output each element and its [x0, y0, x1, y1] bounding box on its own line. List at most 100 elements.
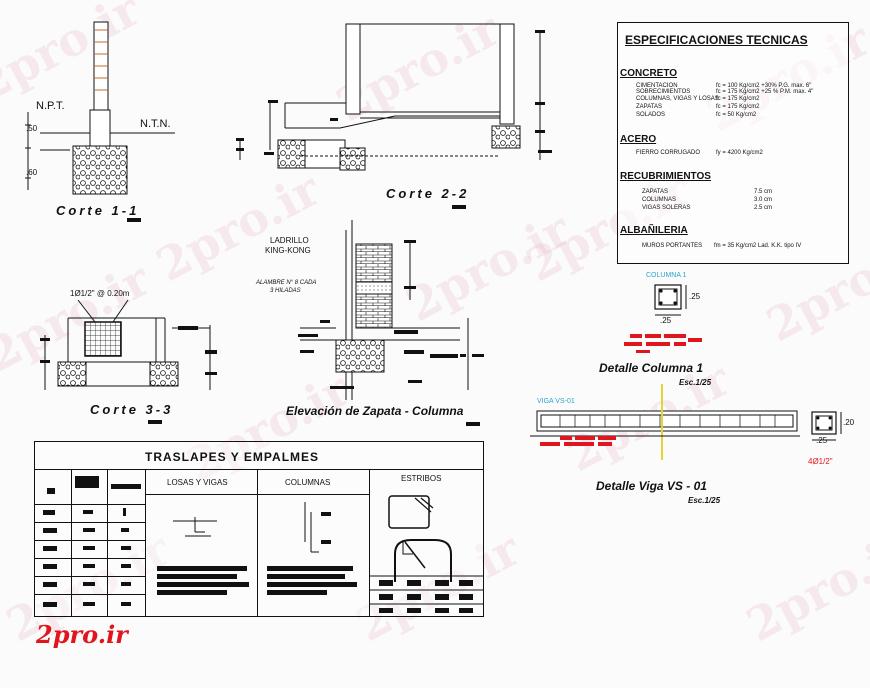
concreto-value: fc = 175 Kg/cm2 [716, 104, 760, 110]
redacted-cell [43, 602, 57, 607]
redacted-cell [43, 510, 55, 515]
redacted-cell [435, 608, 449, 613]
redacted-cell [121, 546, 131, 550]
redacted-cell [407, 608, 421, 613]
table-divider [145, 469, 146, 616]
table-divider [35, 558, 145, 559]
redacted-cell [459, 608, 473, 613]
corte-2-2-title: Corte 2-2 [386, 186, 470, 201]
table-divider [145, 494, 369, 495]
albanileria-value: fm = 35 Kg/cm2 Lad. K.K. tipo IV [714, 243, 802, 249]
acero-heading: ACERO [620, 134, 657, 145]
acero-label: FIERRO CORRUGADO [636, 150, 701, 156]
columna-tag: COLUMNA 1 [646, 272, 687, 279]
redacted-cell [407, 580, 421, 586]
ladrillo-label: LADRILLO [270, 236, 309, 245]
redacted-cell [379, 608, 393, 613]
table-divider [71, 469, 72, 616]
redacted-cell [121, 602, 131, 606]
redacted-cell [459, 594, 473, 600]
concreto-label: SOLADOS [636, 112, 666, 118]
elevacion-zapata-drawing [298, 220, 484, 426]
redacted-cell [83, 546, 95, 550]
redacted-cell [123, 508, 126, 516]
redacted-cell [111, 484, 141, 489]
redacted-cell [43, 546, 57, 551]
redacted-cell [435, 580, 449, 586]
table-divider [35, 504, 145, 505]
concreto-value: fc = 175 Kg/cm2 +25 % P.M. max. 4" [716, 89, 814, 95]
redacted-cell [83, 564, 95, 568]
columna-scale: Esc.1/25 [679, 378, 712, 387]
npt-label: N.P.T. [36, 100, 65, 112]
albanileria-label: MUROS PORTANTES [642, 243, 703, 249]
ntn-label: N.T.N. [140, 118, 171, 130]
redacted-cell [83, 510, 93, 514]
redacted-cell [75, 476, 99, 488]
table-divider [369, 469, 370, 616]
redacted-cell [121, 564, 131, 568]
corte-1-1-drawing [25, 21, 175, 222]
redacted-cell [43, 564, 57, 569]
recubrimiento-value: 7.5 cm [754, 189, 773, 195]
corte-3-3-rebar: 1Ø1/2" @ 0.20m [70, 289, 130, 298]
table-divider [35, 522, 145, 523]
alambre-label: ALAMBRE N° 8 CADA [256, 280, 317, 286]
viga-dim-h: .20 [843, 418, 855, 427]
viga-tag: VIGA VS-01 [537, 398, 575, 405]
columna-dim-w: .25 [689, 292, 701, 301]
table-divider [107, 469, 108, 616]
redacted-cell [267, 574, 345, 579]
acero-value: fy = 4200 Kg/cm2 [716, 150, 763, 156]
recubrimiento-value: 3.0 cm [754, 197, 773, 203]
corte-1-1-dim-a: .50 [26, 124, 38, 133]
recubrimiento-value: 2.5 cm [754, 205, 773, 211]
concreto-label: SOBRECIMIENTOS [636, 89, 691, 95]
redacted-cell [121, 528, 129, 532]
traslapes-title: TRASLAPES Y EMPALMES [145, 450, 320, 464]
table-divider [35, 469, 483, 470]
albanileria-heading: ALBAÑILERIA [620, 225, 688, 236]
hiladas-label: 3 HILADAS [270, 288, 301, 294]
col-columnas-header: COLUMNAS [285, 478, 331, 487]
viga-dim-w: .25 [816, 436, 828, 445]
corte-3-3-drawing [40, 299, 217, 424]
concreto-value: fc = 175 Kg/cm2 [716, 96, 760, 102]
viga-title: Detalle Viga VS - 01 [596, 479, 707, 493]
redacted-cell [459, 580, 473, 586]
redacted-cell [407, 594, 421, 600]
lap-sketches [173, 495, 483, 605]
corte-1-1-title: Corte 1-1 [56, 203, 140, 218]
table-divider [257, 469, 258, 616]
redacted-cell [83, 582, 95, 586]
redacted-cell [157, 566, 247, 571]
recubrimiento-label: VIGAS SOLERAS [642, 205, 691, 211]
redacted-cell [121, 582, 131, 586]
redacted-cell [83, 528, 95, 532]
columna-title: Detalle Columna 1 [599, 361, 704, 375]
table-divider [35, 594, 145, 595]
col-losas-header: LOSAS Y VIGAS [167, 478, 228, 487]
col-estribos-header: ESTRIBOS [401, 474, 442, 483]
corte-1-1-dim-b: .60 [26, 168, 38, 177]
redacted-cell [267, 582, 357, 587]
columna-dim-h: .25 [660, 316, 672, 325]
redacted-cell [43, 582, 57, 587]
redacted-cell [379, 594, 393, 600]
corte-2-2-drawing [236, 23, 552, 209]
table-divider [35, 540, 145, 541]
especificaciones-panel: ESPECIFICACIONES TECNICAS CONCRETO CIMEN… [617, 22, 849, 264]
concreto-value: fc = 50 Kg/cm2 [716, 112, 757, 118]
traslapes-table: TRASLAPES Y EMPALMES LOSAS Y VIGAS COLUM… [34, 441, 484, 617]
recubrimiento-label: COLUMNAS [642, 197, 677, 203]
redacted-cell [267, 590, 327, 595]
concreto-label: COLUMNAS, VIGAS Y LOSAS [636, 96, 719, 102]
concreto-label: CIMENTACION [636, 83, 678, 89]
concreto-label: ZAPATAS [636, 104, 663, 110]
recubrimientos-heading: RECUBRIMIENTOS [620, 171, 711, 182]
site-logo[interactable]: 2pro.ir [36, 620, 128, 649]
recubrimiento-label: ZAPATAS [642, 189, 669, 195]
redacted-cell [435, 594, 449, 600]
concreto-heading: CONCRETO [620, 68, 678, 79]
